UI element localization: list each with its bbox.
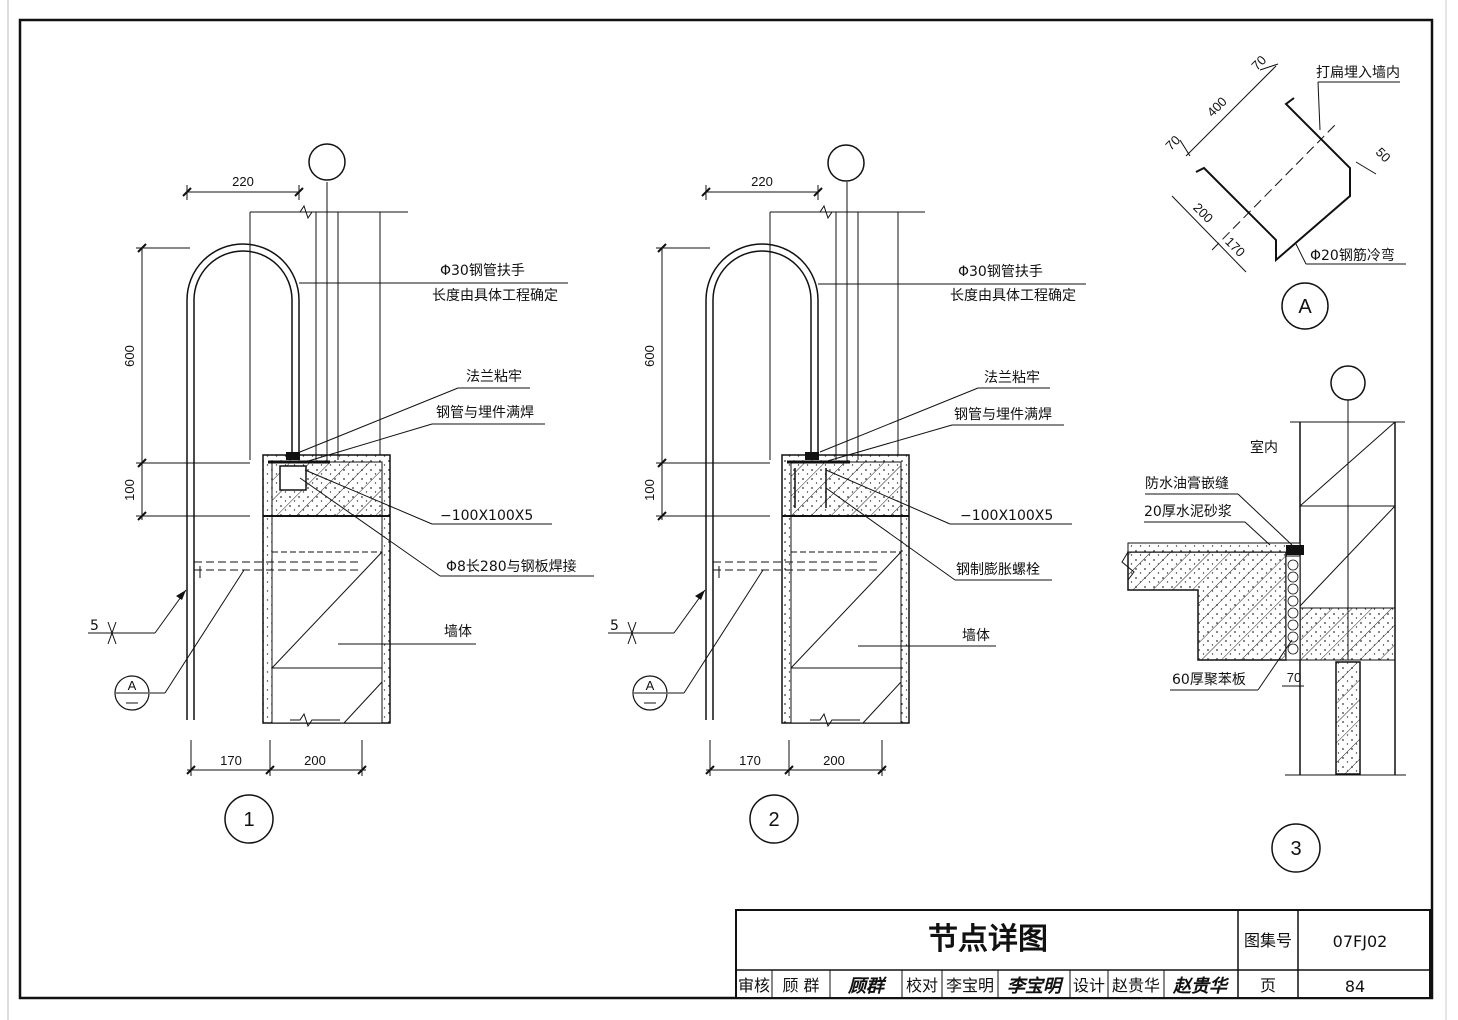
label-mortar: 20厚水泥砂浆 bbox=[1144, 504, 1232, 520]
svg-text:170: 170 bbox=[1222, 234, 1248, 260]
svg-text:A: A bbox=[646, 678, 655, 693]
label-flange: 法兰粘牢 bbox=[984, 370, 1040, 386]
dim-200: 200 bbox=[304, 753, 326, 768]
detail-3-circle bbox=[1271, 823, 1321, 873]
svg-text:200: 200 bbox=[1190, 200, 1216, 226]
review-signature: 顾群 bbox=[847, 976, 887, 997]
label-weld: 钢管与埋件满焊 bbox=[954, 407, 1052, 423]
dim-200: 200 bbox=[823, 753, 845, 768]
label-length: 长度由具体工程确定 bbox=[950, 288, 1076, 304]
label-cold-bend: Φ20钢筋冷弯 bbox=[1310, 247, 1395, 264]
label-plate: −100X100X5 bbox=[960, 508, 1053, 524]
page-label: 页 bbox=[1260, 976, 1276, 995]
column-circle bbox=[827, 144, 865, 182]
detail-1-circle bbox=[224, 794, 274, 844]
label-bolt: 钢制膨胀螺栓 bbox=[956, 561, 1040, 578]
detail-2: 220 600 100 170 200 Φ30钢管扶手 长度由具体工程确定 法兰… bbox=[608, 144, 1086, 844]
label-flange: 法兰粘牢 bbox=[466, 369, 522, 385]
svg-text:A: A bbox=[1298, 296, 1312, 318]
svg-text:70: 70 bbox=[1287, 670, 1301, 685]
atlas-label: 图集号 bbox=[1244, 931, 1292, 950]
design-label: 设计 bbox=[1073, 976, 1105, 995]
label-flatten: 打扁埋入墙内 bbox=[1316, 64, 1400, 81]
dim-220: 220 bbox=[751, 174, 773, 189]
svg-text:50: 50 bbox=[1373, 144, 1394, 165]
label-wall: 墙体 bbox=[962, 628, 990, 644]
svg-text:70: 70 bbox=[1162, 132, 1183, 153]
dim-100: 100 bbox=[122, 479, 137, 501]
dim-600: 600 bbox=[642, 345, 657, 367]
callout-a bbox=[114, 675, 150, 711]
weld-size: 5 bbox=[90, 618, 99, 634]
label-length: 长度由具体工程确定 bbox=[432, 288, 558, 304]
detail-2-circle bbox=[749, 794, 799, 844]
svg-text:3: 3 bbox=[1290, 838, 1301, 860]
column-circle bbox=[1330, 365, 1366, 401]
page-number: 84 bbox=[1345, 977, 1365, 996]
anchor-rebar bbox=[1195, 97, 1351, 263]
label-eps: 60厚聚苯板 bbox=[1172, 671, 1246, 688]
weld-size: 5 bbox=[610, 618, 619, 634]
sheet-border bbox=[18, 18, 1434, 1000]
review-name: 顾 群 bbox=[782, 976, 819, 995]
column-circle bbox=[308, 143, 346, 181]
label-plate: −100X100X5 bbox=[440, 508, 533, 524]
drawing-title: 节点详图 bbox=[928, 922, 1048, 957]
svg-text:A: A bbox=[128, 678, 137, 693]
detail-1: 220 600 100 170 200 Φ30钢管扶手 长度由具体工程确定 法兰… bbox=[88, 143, 594, 844]
callout-a bbox=[632, 675, 668, 711]
label-handrail: Φ30钢管扶手 bbox=[958, 264, 1043, 280]
label-rebar: Φ8长280与钢板焊接 bbox=[446, 558, 577, 575]
svg-text:70: 70 bbox=[1248, 52, 1269, 73]
handrail-pipe bbox=[705, 243, 819, 720]
svg-text:2: 2 bbox=[768, 809, 779, 831]
atlas-number: 07FJ02 bbox=[1333, 932, 1388, 951]
label-indoor: 室内 bbox=[1250, 439, 1278, 456]
check-label: 校对 bbox=[906, 976, 938, 995]
review-label: 审核 bbox=[738, 976, 770, 995]
dim-220: 220 bbox=[232, 174, 254, 189]
label-handrail: Φ30钢管扶手 bbox=[440, 263, 525, 279]
detail-3: 室内 防水油膏嵌缝 20厚水泥砂浆 60厚聚苯板 70 3 bbox=[1121, 365, 1406, 873]
dim-100: 100 bbox=[642, 479, 657, 501]
label-weld: 钢管与埋件满焊 bbox=[436, 405, 534, 421]
label-asphalt: 防水油膏嵌缝 bbox=[1145, 475, 1229, 492]
handrail-pipe bbox=[186, 243, 300, 720]
label-wall: 墙体 bbox=[444, 624, 472, 640]
dim-600: 600 bbox=[122, 345, 137, 367]
design-signature: 赵贵华 bbox=[1172, 976, 1230, 997]
dim-170: 170 bbox=[220, 753, 242, 768]
dim-170: 170 bbox=[739, 753, 761, 768]
svg-text:1: 1 bbox=[243, 809, 254, 831]
check-signature: 李宝明 bbox=[1007, 976, 1064, 997]
design-name: 赵贵华 bbox=[1112, 976, 1160, 995]
detail-a-circle bbox=[1281, 282, 1329, 330]
detail-a: 400 70 70 200 170 50 打扁埋入墙内 Φ20钢筋冷弯 A bbox=[1162, 52, 1406, 330]
check-name: 李宝明 bbox=[946, 976, 994, 995]
title-block: 节点详图 图集号 07FJ02 页 84 审核 顾 群 顾群 校对 李宝明 李宝… bbox=[735, 909, 1431, 999]
